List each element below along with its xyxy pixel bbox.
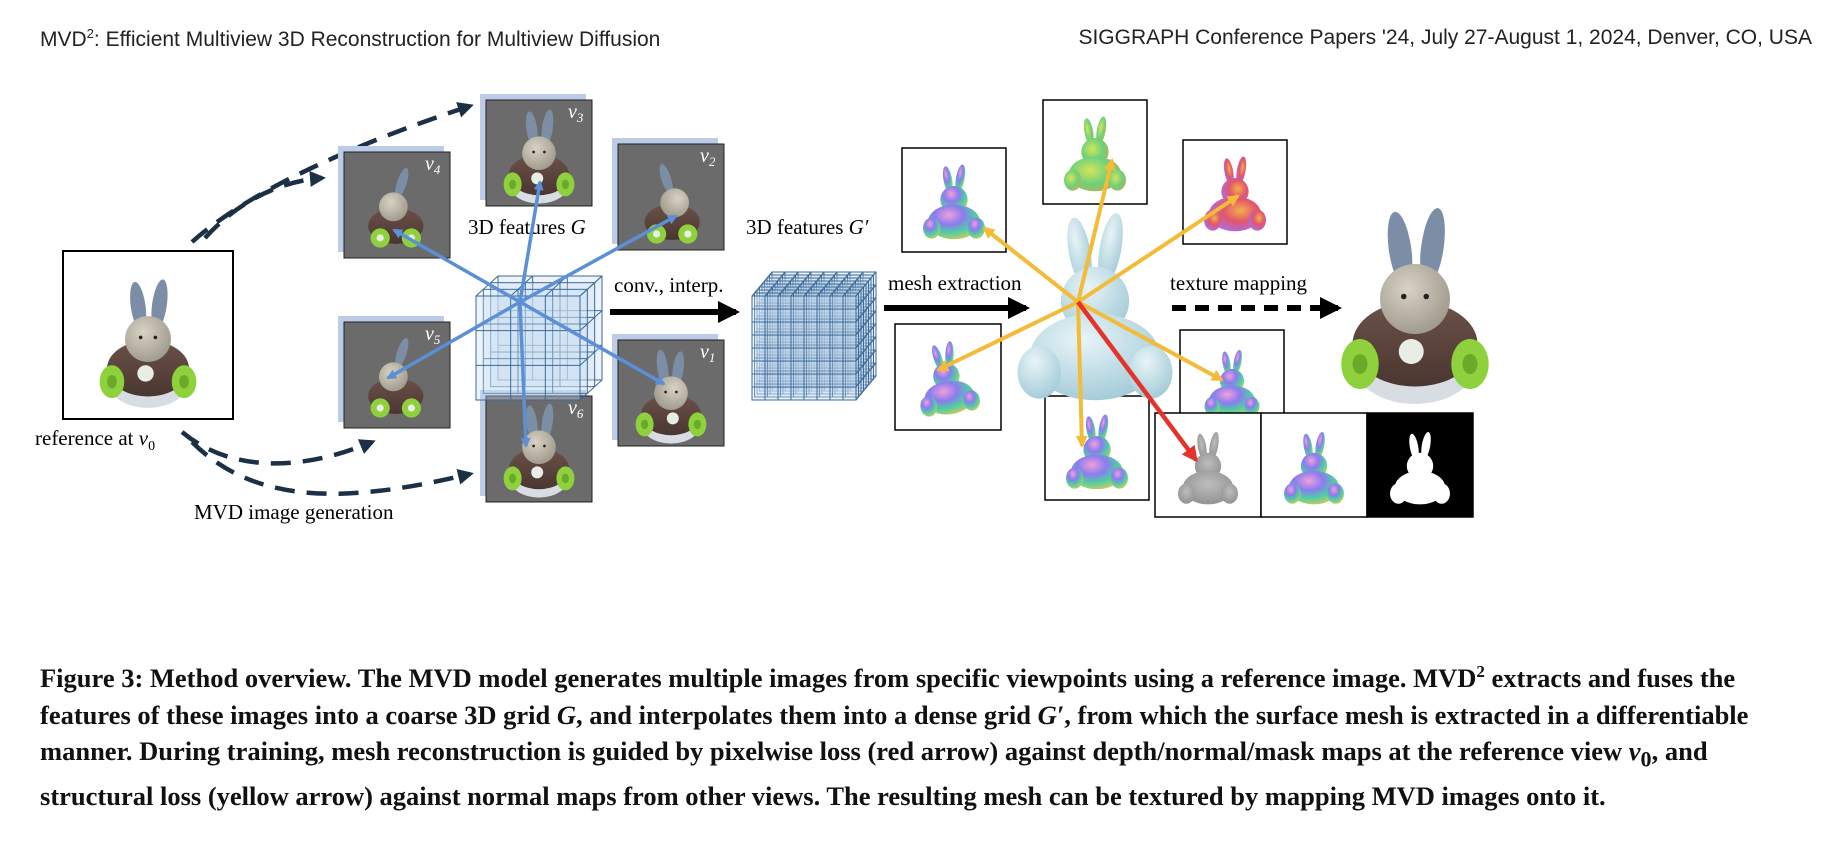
svg-text:v6: v6 [568, 397, 584, 421]
grid-line [790, 271, 812, 297]
view-image-v1: v1 [612, 334, 725, 447]
svg-text:v1: v1 [700, 341, 715, 365]
normal-map-view-bottom [1044, 395, 1150, 501]
svg-text:v2: v2 [700, 145, 716, 169]
grid-line [579, 379, 603, 401]
conv-interp-label: conv., interp. [614, 273, 723, 297]
method-overview-figure: reference at v0 MVD image generation v4 … [35, 94, 1489, 524]
grid-layer [475, 295, 581, 401]
grid-line [855, 323, 877, 349]
running-header-title: MVD2: Efficient Multiview 3D Reconstruct… [40, 26, 661, 51]
reference-image [62, 250, 234, 420]
grid-line [855, 375, 877, 401]
texture-mapping-label: texture mapping [1170, 271, 1308, 295]
normal-map-view-top-left [901, 147, 1007, 253]
svg-text:v4: v4 [425, 153, 441, 177]
dashed-generation-arrows [180, 102, 474, 496]
grid-line [751, 271, 773, 297]
normal-map-view-right [1179, 329, 1285, 421]
grid-line [855, 362, 877, 388]
svg-text:v3: v3 [568, 101, 584, 125]
grid-line [855, 271, 877, 297]
grid-line [855, 349, 877, 375]
normal-map-view-top [1042, 99, 1148, 205]
grid-line [777, 271, 799, 297]
grid-line [475, 275, 499, 297]
extracted-mesh [1017, 211, 1173, 401]
grid-line [579, 275, 603, 297]
features-gprime-label: 3D features G′ [746, 215, 869, 239]
grid-line [855, 297, 877, 323]
svg-text:v5: v5 [425, 323, 441, 347]
view-image-v3: v3 [480, 94, 593, 207]
grid-line [579, 310, 603, 332]
grid-layer [497, 275, 603, 381]
view-image-v2: v2 [612, 138, 725, 251]
grid-line [842, 271, 864, 297]
grid-line [816, 271, 838, 297]
normal-map-view-top-right [1182, 139, 1288, 245]
reference-view-maps [1154, 412, 1474, 518]
grid-line [579, 344, 603, 366]
view-image-v6: v6 [480, 390, 593, 503]
figure-caption: Figure 3: Method overview. The MVD model… [40, 662, 1749, 811]
mesh-extraction-label: mesh extraction [888, 271, 1022, 295]
grid-layer [482, 288, 588, 394]
reference-label: reference at v0 [35, 426, 155, 454]
grid-line [829, 271, 851, 297]
features-g-label: 3D features G [468, 215, 586, 239]
grid-line [855, 284, 877, 310]
textured-result [1341, 206, 1489, 404]
red-pixelwise-loss-arrow [1076, 300, 1198, 463]
running-header-venue: SIGGRAPH Conference Papers '24, July 27-… [1078, 26, 1812, 49]
view-image-v5: v5 [338, 316, 451, 429]
coarse-3d-grid [475, 275, 603, 401]
grid-line [764, 271, 786, 297]
dense-3d-grid [751, 271, 877, 401]
mvd-generation-label: MVD image generation [194, 500, 394, 524]
normal-map-view-left [894, 323, 1002, 431]
yellow-structural-loss-arrows [936, 158, 1240, 448]
grid-line [803, 271, 825, 297]
grid-line [855, 336, 877, 362]
view-image-v4: v4 [338, 146, 451, 259]
grid-line [855, 310, 877, 336]
blue-feature-arrows [386, 180, 678, 448]
